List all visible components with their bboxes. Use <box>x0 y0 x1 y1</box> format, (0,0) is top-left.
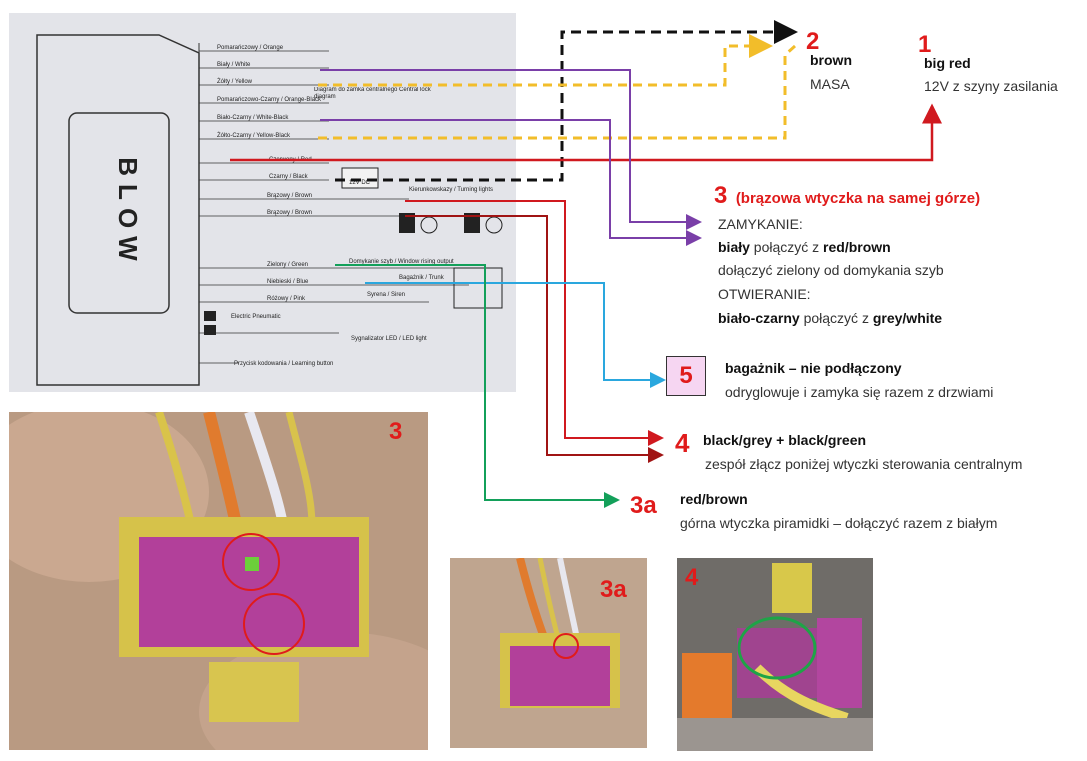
wire-label: Niebieski / Blue <box>267 279 309 285</box>
wire-white-text: biały <box>718 239 750 255</box>
annotation-1-title: big red <box>924 55 971 71</box>
wire-label: Pomarańczowy / Orange <box>217 45 284 51</box>
annotation-2-text: MASA <box>810 76 850 92</box>
annotation-3-open-line: biało-czarny połączyć z grey/white <box>718 310 942 326</box>
marker-5-box: 5 <box>666 356 706 396</box>
annotation-3-close-heading: ZAMYKANIE: <box>718 216 803 232</box>
wire-label: Zielony / Green <box>267 262 308 268</box>
car-symbol <box>453 267 503 309</box>
wire-label: Żółto-Czarny / Yellow-Black <box>217 132 291 139</box>
arrow-red-to-1 <box>230 103 942 162</box>
wire-label: Różowy / Pink <box>267 296 306 302</box>
connector-text: połączyć z <box>799 310 873 326</box>
annotation-3-header: 3 (brązowa wtyczka na samej górze) <box>714 182 980 210</box>
highlight-ellipse <box>737 616 817 680</box>
annotation-3-window-line: dołączyć zielony od domykania szyb <box>718 262 944 278</box>
wiring-diagram-drawing: BLOW Pomarańczowy / Orange Biały / White… <box>9 13 516 392</box>
wire-white-black-text: biało-czarny <box>718 310 800 326</box>
connector-text: połączyć z <box>749 239 824 255</box>
lock-diagram-label: Diagram do zamka centralnego Central loc… <box>314 87 431 100</box>
marker-4: 4 <box>675 428 690 458</box>
arrow-green-to-3a <box>335 264 620 508</box>
battery-label: 12V DC <box>349 180 371 186</box>
marker-2: 2 <box>806 28 820 55</box>
connector-photo-3a: 3a <box>450 558 647 748</box>
highlight-circle <box>553 633 579 659</box>
wire-grey-white-text: grey/white <box>872 310 943 326</box>
wire-label: Czarny / Black <box>269 174 309 180</box>
wiring-diagram-photo: BLOW Pomarańczowy / Orange Biały / White… <box>9 13 516 392</box>
photo-3-label: 3 <box>389 418 403 445</box>
marker-3: 3 <box>714 182 728 209</box>
wire-label: Brązowy / Brown <box>267 210 312 216</box>
led-label: Sygnalizator LED / LED light <box>351 336 427 342</box>
wire-label: Biały / White <box>217 62 251 68</box>
marker-3a: 3a <box>630 492 657 519</box>
arrow-yellow-upper <box>318 34 773 87</box>
wire-label: Żółty / Yellow <box>217 78 253 85</box>
turning-lights-label: Kierunkowskazy / Turning lights <box>409 187 493 193</box>
connector-pink-body <box>139 537 359 647</box>
annotation-5-title: bagażnik – nie podłączony <box>725 360 902 376</box>
annotation-3-title: (brązowa wtyczka na samej górze) <box>735 190 981 207</box>
annotation-1-text: 12V z szyny zasilania <box>924 78 1058 94</box>
learn-label: Przycisk kodowania / Learning button <box>234 361 333 367</box>
annotation-4-title: black/grey + black/green <box>703 432 867 448</box>
connector-photo-4: 4 <box>677 558 873 751</box>
highlight-circle <box>222 533 280 591</box>
diagram-brand-text: BLOW <box>113 157 143 268</box>
annotation-3-open-heading: OTWIERANIE: <box>718 286 811 302</box>
annotation-5-text: odryglowuje i zamyka się razem z drzwiam… <box>725 384 994 400</box>
pneumatic-label: Electric Pneumatic <box>231 314 281 320</box>
siren-label: Syrena / Siren <box>367 292 405 298</box>
annotation-3a-text: górna wtyczka piramidki – dołączyć razem… <box>680 515 998 531</box>
connector-photo-3-drawing <box>9 412 428 750</box>
wire-label: Biało-Czarny / White-Black <box>217 115 289 121</box>
relay-symbol <box>399 213 415 233</box>
connector-photo-4-drawing <box>677 558 873 751</box>
arrow-blue-to-5 <box>365 282 666 388</box>
arrow-purple-white-black <box>320 119 702 246</box>
relay-symbol <box>464 213 480 233</box>
trunk-label: Bagażnik / Trunk <box>399 275 445 281</box>
annotation-3-close-line: biały połączyć z red/brown <box>718 239 891 255</box>
annotation-2-title: brown <box>810 52 852 68</box>
connector-photo-3: 3 <box>9 412 428 750</box>
diagram-wire-lines <box>199 50 469 364</box>
highlight-circle <box>243 593 305 655</box>
marker-1: 1 <box>918 31 932 58</box>
arrow-purple-white <box>320 69 702 230</box>
wire-label: Pomarańczowo-Czarny / Orange-Black <box>217 97 322 103</box>
marker-5: 5 <box>679 362 693 389</box>
wire-red-brown-text: red/brown <box>823 239 891 255</box>
arrow-red-to-4-lower <box>405 215 664 463</box>
photo-4-label: 4 <box>685 564 699 591</box>
arrow-red-to-4-upper <box>405 200 664 446</box>
photo-3a-label: 3a <box>600 576 627 603</box>
arrow-black-to-2 <box>335 20 798 182</box>
annotation-4-text: zespół złącz poniżej wtyczki sterowania … <box>705 456 1023 472</box>
alarm-module-label-panel <box>68 112 170 314</box>
battery-symbol <box>341 167 379 189</box>
annotation-3a-title: red/brown <box>680 491 748 507</box>
arrow-yellow-lower <box>318 44 797 140</box>
wire-label: Brązowy / Brown <box>267 193 312 199</box>
connector-photo-3a-drawing <box>450 558 647 748</box>
window-label: Domykanie szyb / Window rising output <box>349 259 454 265</box>
